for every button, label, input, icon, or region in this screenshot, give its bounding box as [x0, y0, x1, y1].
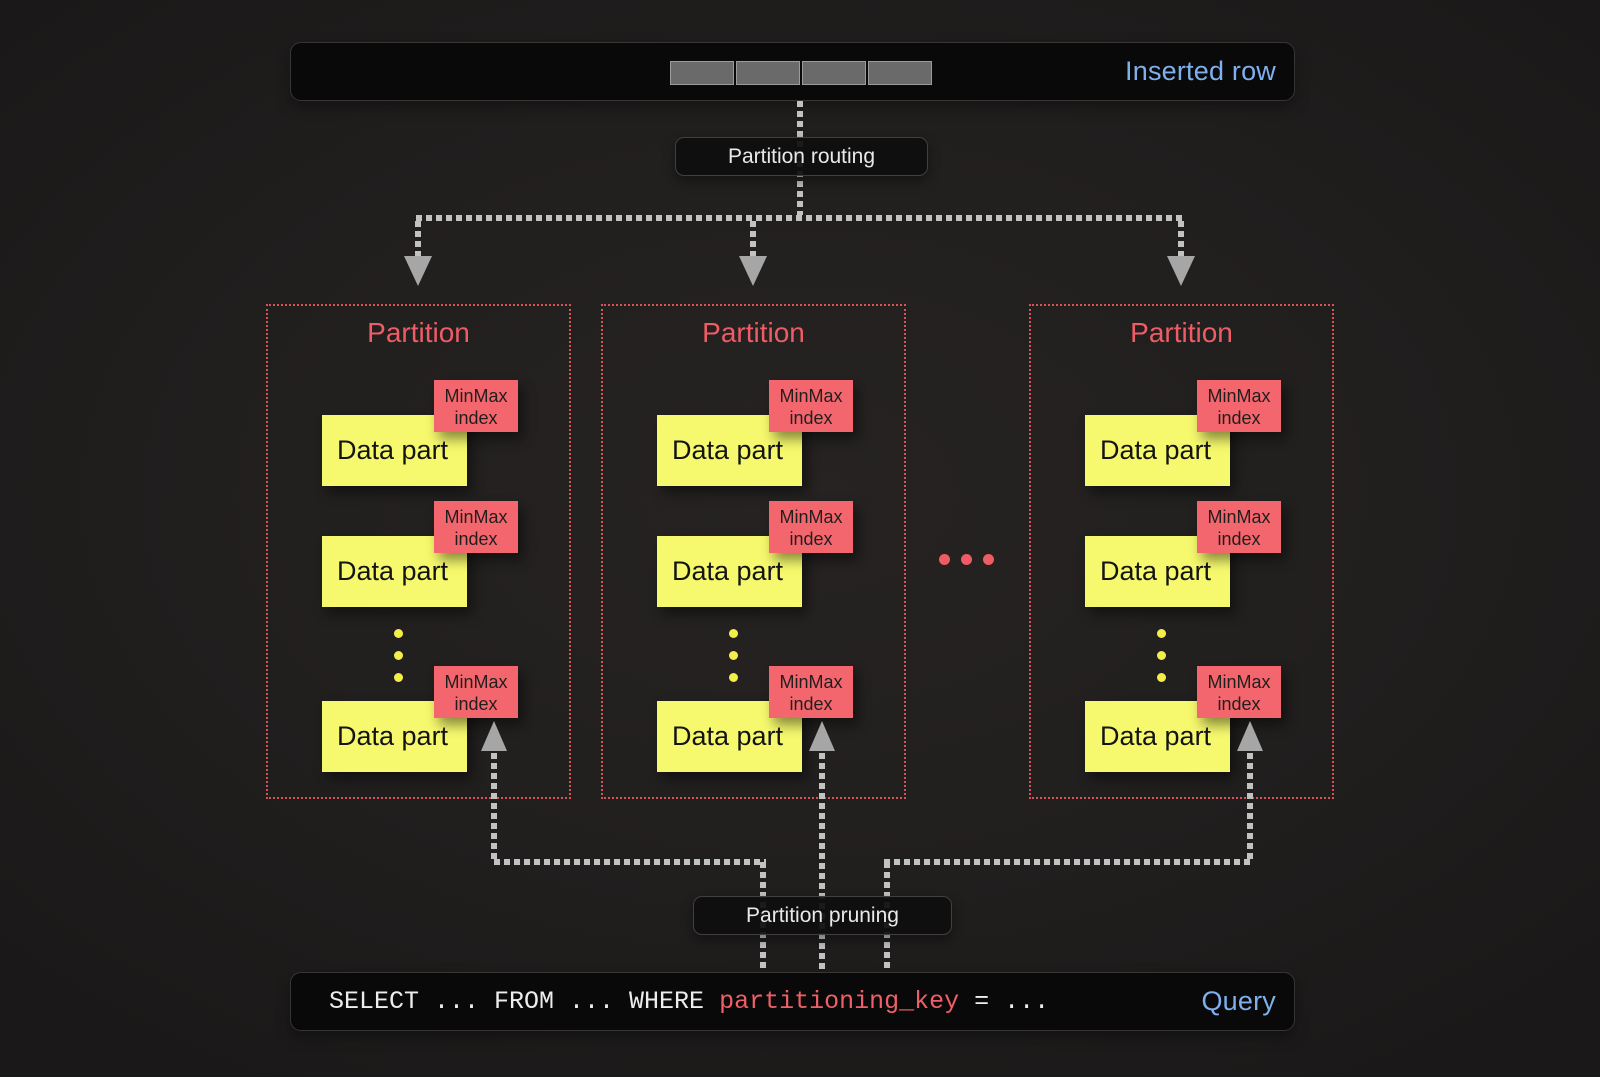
sql-suffix: = ... [959, 987, 1050, 1016]
pruning-line-center [819, 753, 825, 972]
minmax-index-tag: MinMax index [1197, 380, 1281, 432]
ellipsis-dot [939, 554, 950, 565]
partition-box-1: Partition Data part MinMax index Data pa… [266, 304, 571, 799]
routing-drop-line [415, 221, 421, 256]
sql-partitioning-key: partitioning_key [719, 987, 960, 1016]
query-bar: SELECT ... FROM ... WHERE partitioning_k… [290, 972, 1295, 1031]
stack-ellipsis-dot [1157, 629, 1166, 638]
ellipsis-dot [983, 554, 994, 565]
partition-box-2: Partition Data part MinMax index Data pa… [601, 304, 906, 799]
partition-title: Partition [702, 317, 805, 348]
stack-ellipsis-dot [1157, 673, 1166, 682]
minmax-line1: MinMax [444, 386, 508, 406]
stack-ellipsis-dot [729, 651, 738, 660]
minmax-index-tag: MinMax index [769, 666, 853, 718]
minmax-index-tag: MinMax index [769, 501, 853, 553]
pruning-line-right [1247, 753, 1253, 861]
row-segment-cell [736, 61, 800, 85]
minmax-index-tag: MinMax index [1197, 501, 1281, 553]
pruning-line-left [491, 753, 497, 861]
row-segment-cell [868, 61, 932, 85]
stack-ellipsis-dot [729, 673, 738, 682]
inserted-row-segments [670, 61, 932, 85]
pruning-branch-right [884, 859, 1252, 865]
inserted-row-label: Inserted row [1125, 56, 1276, 86]
partition-box-3: Partition Data part MinMax index Data pa… [1029, 304, 1334, 799]
query-sql: SELECT ... FROM ... WHERE partitioning_k… [329, 987, 1049, 1016]
stack-ellipsis-dot [729, 629, 738, 638]
arrow-down-icon [404, 256, 432, 286]
stack-ellipsis-dot [394, 651, 403, 660]
pruning-branch-left [494, 859, 766, 865]
routing-drop-line [1178, 221, 1184, 256]
partition-title: Partition [1130, 317, 1233, 348]
routing-branch-line [416, 215, 1182, 221]
stack-ellipsis-dot [1157, 651, 1166, 660]
partition-title: Partition [367, 317, 470, 348]
partitions-ellipsis [939, 554, 994, 565]
partition-routing-label: Partition routing [675, 137, 928, 176]
query-label: Query [1201, 986, 1276, 1016]
ellipsis-dot [961, 554, 972, 565]
minmax-index-tag: MinMax index [769, 380, 853, 432]
minmax-index-tag: MinMax index [434, 501, 518, 553]
row-segment-cell [802, 61, 866, 85]
row-segment-cell [670, 61, 734, 85]
minmax-index-tag: MinMax index [434, 666, 518, 718]
data-part-box: Data part [1085, 415, 1230, 486]
partition-pruning-label: Partition pruning [693, 896, 952, 935]
inserted-row-bar: Inserted row [290, 42, 1295, 101]
stack-ellipsis-dot [394, 673, 403, 682]
sql-prefix: SELECT ... FROM ... WHERE [329, 987, 720, 1016]
minmax-index-tag: MinMax index [434, 380, 518, 432]
routing-drop-line [750, 221, 756, 256]
stack-ellipsis-dot [394, 629, 403, 638]
arrow-down-icon [1167, 256, 1195, 286]
minmax-index-tag: MinMax index [1197, 666, 1281, 718]
minmax-line2: index [454, 408, 498, 428]
data-part-box: Data part [322, 701, 467, 772]
arrow-down-icon [739, 256, 767, 286]
